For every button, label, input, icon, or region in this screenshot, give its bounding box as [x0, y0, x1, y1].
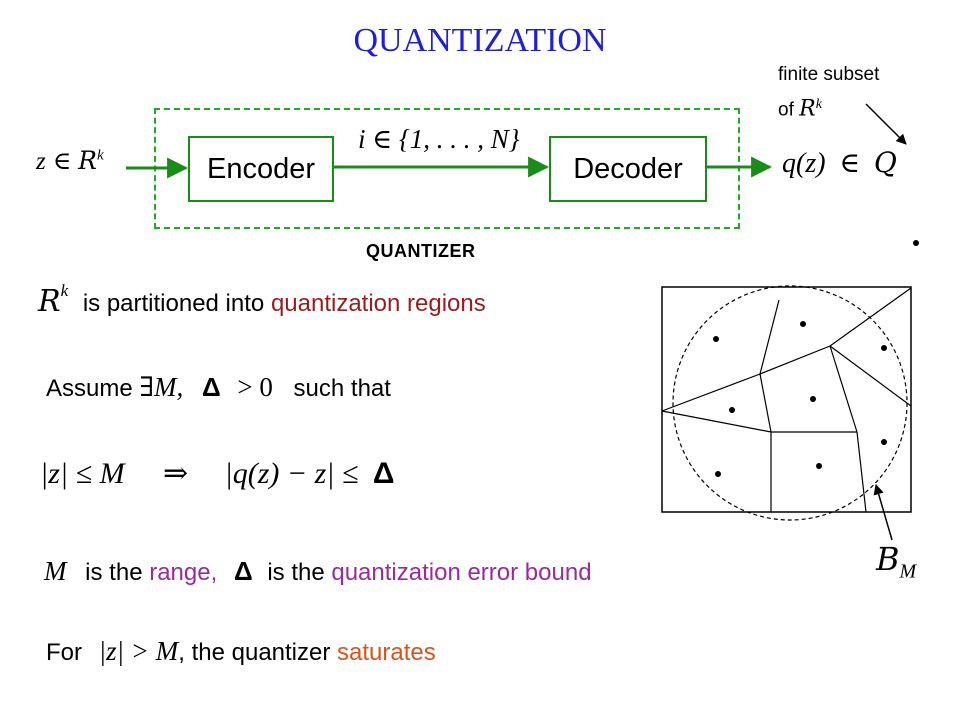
annotation-space: R: [799, 96, 816, 122]
assume-expr: ∃M,: [139, 372, 191, 402]
output-func: q(z): [782, 148, 826, 179]
partition-highlight: quantization regions: [270, 290, 486, 317]
encoder-label: Encoder: [206, 152, 315, 185]
saturation-line: For |z| > M, the quantizer saturates: [46, 636, 436, 667]
annotation-of: of: [778, 99, 794, 121]
partition-edge: [661, 373, 761, 412]
condition-delta: Δ: [372, 457, 395, 490]
ball-sub: M: [899, 560, 917, 583]
output-in: ∈: [839, 148, 861, 179]
arrow-ball: [873, 483, 893, 541]
partition-edge: [856, 431, 867, 513]
output-set: Q: [873, 146, 897, 179]
annotation-finite-subset: finite subset of Rk: [778, 60, 879, 125]
assume-line: Assume ∃M, Δ > 0 such that: [46, 372, 391, 403]
partition-line: Rk is partitioned into quantization regi…: [38, 281, 486, 319]
encoder-box: Encoder: [188, 136, 334, 202]
partition-edge: [829, 287, 912, 347]
input-space: R: [78, 146, 97, 175]
condition-line: |z| ≤ M ⇒ |q(z) − z| ≤ Δ: [40, 456, 394, 491]
saturation-prefix: For: [46, 639, 82, 666]
condition-lhs: |z| ≤ M: [40, 457, 125, 490]
range-word: range,: [149, 559, 218, 586]
range-delta: Δ: [233, 556, 253, 586]
saturation-highlight: saturates: [337, 639, 436, 666]
annotation-line2: of Rk: [778, 90, 879, 125]
region-point: [810, 396, 816, 402]
partition-edge: [759, 345, 831, 375]
assume-word: Assume: [46, 375, 133, 402]
range-var: M: [44, 556, 67, 586]
condition-implies: ⇒: [162, 457, 189, 490]
region-point: [881, 439, 887, 445]
region-point: [816, 463, 822, 469]
partition-space: R: [38, 284, 61, 319]
range-line: M is the range, Δ is the quantization er…: [44, 556, 592, 587]
input-exp: k: [96, 147, 104, 164]
input-in: ∈: [52, 148, 72, 175]
partition-square: [661, 286, 912, 513]
range-is-the: is the: [85, 559, 143, 586]
input-label: z ∈ Rk: [36, 146, 104, 176]
decoder-label: Decoder: [573, 152, 683, 185]
saturation-expr: |z| > M: [98, 636, 179, 666]
partition-lines: [661, 287, 912, 513]
index-label: i ∈ {1, . . . , N}: [358, 124, 520, 154]
annotation-exp: k: [815, 97, 822, 112]
decoder-box: Decoder: [549, 136, 707, 202]
condition-rhs: |q(z) − z| ≤: [224, 457, 359, 490]
assume-gt: > 0: [237, 372, 273, 402]
annotation-line1: finite subset: [778, 64, 880, 85]
partition-edge: [661, 410, 772, 433]
slide-title: QUANTIZATION: [353, 22, 607, 59]
region-point: [800, 321, 806, 327]
region-points: [713, 321, 887, 477]
output-label: q(z) ∈ Q: [782, 146, 897, 180]
partition-edge: [829, 345, 858, 433]
region-point: [715, 471, 721, 477]
quantizer-label: QUANTIZER: [366, 241, 476, 261]
ball-label: BM: [876, 540, 916, 583]
input-var: z: [36, 148, 46, 175]
assume-delta: Δ: [202, 372, 221, 402]
partition-edge: [759, 299, 780, 375]
outside-point: [913, 240, 919, 246]
range-is-the2: is the: [267, 559, 325, 586]
partition-text: is partitioned into: [82, 290, 265, 317]
range-error: quantization error bound: [331, 559, 592, 586]
ball-sym: B: [876, 540, 900, 578]
region-point: [729, 407, 735, 413]
arrow-annotation: [865, 103, 907, 145]
partition-edge: [829, 345, 912, 407]
region-point: [713, 336, 719, 342]
assume-suffix: such that: [293, 375, 391, 402]
partition-exp: k: [60, 281, 69, 300]
partition-edge: [759, 373, 772, 433]
region-point: [881, 345, 887, 351]
saturation-middle: , the quantizer: [178, 639, 331, 666]
